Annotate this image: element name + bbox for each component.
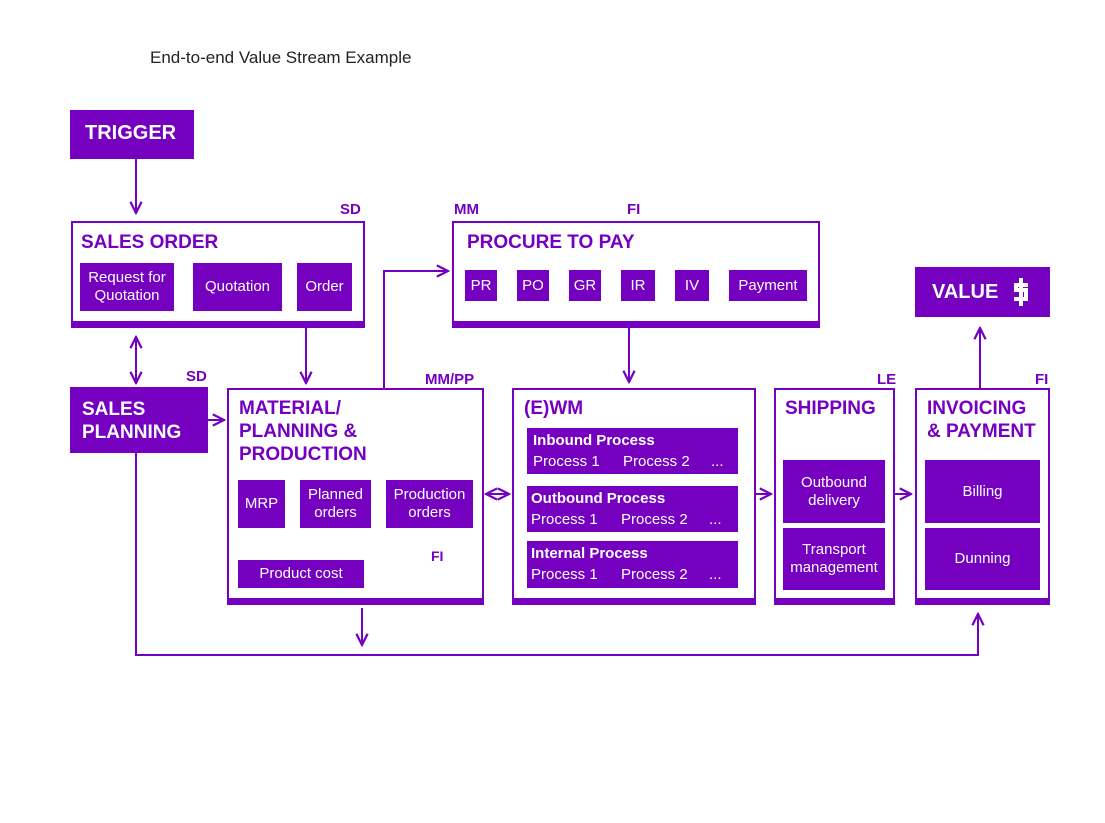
invoicing-tag: FI bbox=[1035, 371, 1049, 388]
ptp-tag-fi: FI bbox=[627, 201, 641, 218]
step-request-for-quotation: Request for Quotation bbox=[80, 263, 174, 311]
process-item: Process 1 bbox=[533, 453, 600, 470]
outbound-process-box: Outbound Process Process 1 Process 2 ... bbox=[527, 486, 738, 532]
ewm-title: (E)WM bbox=[524, 398, 584, 419]
process-item: Process 1 bbox=[531, 566, 598, 583]
process-item: Process 1 bbox=[531, 511, 598, 528]
step-pr: PR bbox=[465, 270, 497, 301]
process-item: ... bbox=[709, 511, 722, 528]
page-title: End-to-end Value Stream Example bbox=[150, 48, 412, 67]
sales-order-tag: SD bbox=[340, 201, 361, 218]
step-payment: Payment bbox=[729, 270, 807, 301]
outbound-process-title: Outbound Process bbox=[531, 490, 666, 507]
step-order: Order bbox=[297, 263, 352, 311]
material-planning-title: MATERIAL/ PLANNING & PRODUCTION bbox=[239, 398, 367, 465]
step-gr: GR bbox=[569, 270, 601, 301]
sales-planning-box: SALES PLANNING bbox=[70, 387, 208, 453]
process-item: Process 2 bbox=[621, 566, 688, 583]
transport-management-box: Transport management bbox=[783, 528, 885, 590]
billing-box: Billing bbox=[925, 460, 1040, 523]
internal-process-title: Internal Process bbox=[531, 545, 648, 562]
dunning-box: Dunning bbox=[925, 528, 1040, 590]
dollar-icon bbox=[1014, 278, 1028, 306]
value-box: VALUE bbox=[915, 267, 1050, 317]
step-mrp: MRP bbox=[238, 480, 285, 528]
process-item: Process 2 bbox=[623, 453, 690, 470]
outbound-delivery-box: Outbound delivery bbox=[783, 460, 885, 523]
shipping-title: SHIPPING bbox=[785, 398, 876, 419]
inbound-process-title: Inbound Process bbox=[533, 432, 655, 449]
process-item: ... bbox=[711, 453, 724, 470]
shipping-tag: LE bbox=[877, 371, 897, 388]
sales-order-title: SALES ORDER bbox=[81, 232, 219, 253]
value-label: VALUE bbox=[932, 281, 999, 303]
process-item: Process 2 bbox=[621, 511, 688, 528]
step-planned-orders: Planned orders bbox=[300, 480, 371, 528]
step-iv: IV bbox=[675, 270, 709, 301]
procure-to-pay-title: PROCURE TO PAY bbox=[467, 232, 635, 253]
step-ir: IR bbox=[621, 270, 655, 301]
trigger-box: TRIGGER bbox=[70, 110, 194, 159]
process-item: ... bbox=[709, 566, 722, 583]
invoicing-title: INVOICING & PAYMENT bbox=[927, 398, 1036, 442]
sales-planning-label: SALES PLANNING bbox=[82, 399, 182, 443]
material-planning-tag: MM/PP bbox=[425, 371, 475, 388]
ptp-tag-mm: MM bbox=[454, 201, 479, 218]
step-po: PO bbox=[517, 270, 549, 301]
trigger-label: TRIGGER bbox=[85, 122, 177, 144]
inbound-process-box: Inbound Process Process 1 Process 2 ... bbox=[527, 428, 738, 474]
product-cost-box: Product cost bbox=[238, 560, 364, 588]
step-quotation: Quotation bbox=[193, 263, 282, 311]
step-production-orders: Production orders bbox=[386, 480, 473, 528]
product-cost-fi-tag: FI bbox=[431, 548, 444, 564]
internal-process-box: Internal Process Process 1 Process 2 ... bbox=[527, 541, 738, 588]
sales-planning-tag: SD bbox=[186, 368, 207, 385]
